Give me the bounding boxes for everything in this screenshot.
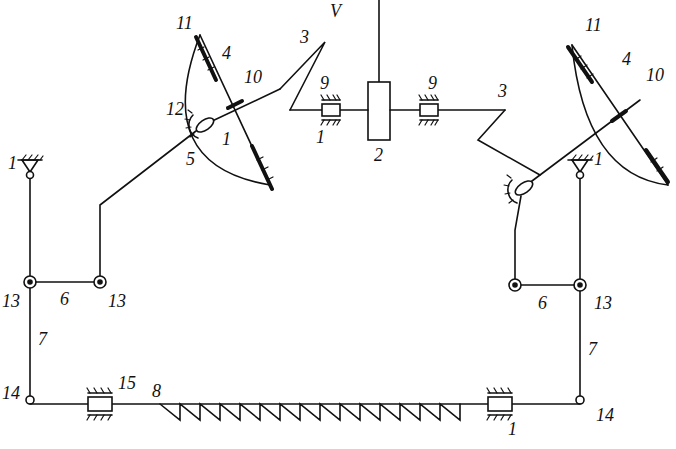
callout-number: 5	[186, 150, 195, 168]
callout-number: 4	[622, 50, 631, 68]
callout-number: 1	[508, 420, 517, 438]
callout-number: 6	[60, 290, 69, 308]
callout-number: 8	[152, 382, 161, 400]
callout-number: 12	[166, 100, 184, 118]
callout-number: 9	[320, 74, 329, 92]
callout-number: 6	[538, 294, 547, 312]
callout-number: 10	[646, 66, 664, 84]
callout-number: 11	[176, 14, 193, 32]
callout-number: 14	[2, 384, 20, 402]
callout-number: 4	[222, 44, 231, 62]
callout-number: 1	[222, 130, 231, 148]
callout-number: 15	[118, 374, 136, 392]
callout-number: 11	[585, 16, 602, 34]
callout-number: V	[330, 2, 341, 20]
callout-number: 13	[108, 292, 126, 310]
callout-number: 1	[316, 128, 325, 146]
callout-number: 10	[244, 68, 262, 86]
callout-number: 13	[2, 292, 20, 310]
callout-number: 2	[374, 146, 383, 164]
callout-number: 13	[594, 294, 612, 312]
callout-number: 14	[596, 406, 614, 424]
callout-number: 3	[498, 82, 507, 100]
callout-number: 9	[428, 74, 437, 92]
callout-number: 1	[8, 154, 17, 172]
callout-number: 7	[588, 340, 597, 358]
callout-number: 1	[594, 150, 603, 168]
callout-number: 3	[300, 28, 309, 46]
callout-number: 7	[38, 330, 47, 348]
